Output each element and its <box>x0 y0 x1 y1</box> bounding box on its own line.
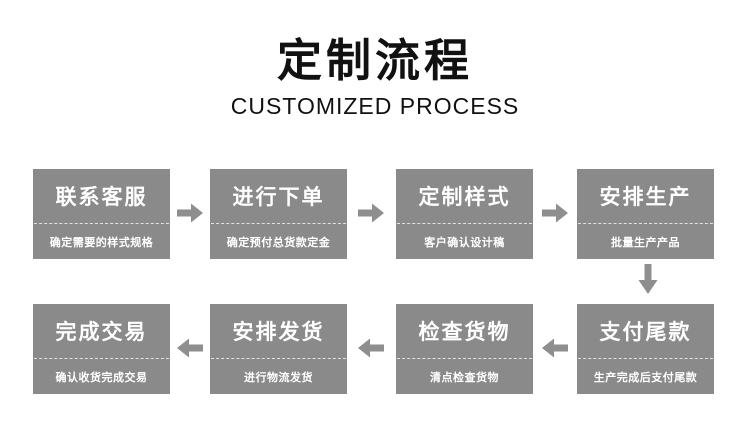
page-title: 定制流程 <box>276 35 473 86</box>
step-divider <box>397 223 532 224</box>
step-desc: 批量生产产品 <box>611 236 680 249</box>
step-title: 支付尾款 <box>599 321 692 344</box>
step-box-check-goods: 检查货物 清点检查货物 <box>396 304 533 394</box>
step-divider <box>211 358 346 359</box>
step-title: 检查货物 <box>418 321 511 344</box>
step-title: 定制样式 <box>418 186 511 209</box>
step-divider <box>578 223 713 224</box>
step-desc: 进行物流发货 <box>244 371 313 384</box>
step-box-place-order: 进行下单 确定预付总货款定金 <box>210 169 347 259</box>
step-title: 联系客服 <box>55 186 148 209</box>
arrow-right-icon <box>358 203 384 223</box>
step-desc: 确定预付总货款定金 <box>226 236 331 249</box>
arrow-left-icon <box>542 338 568 358</box>
step-divider <box>34 358 169 359</box>
step-desc: 确认收货完成交易 <box>55 371 148 384</box>
diagram-header: 定制流程 CUSTOMIZED PROCESS <box>0 36 750 120</box>
step-divider <box>34 223 169 224</box>
step-title: 安排发货 <box>232 321 325 344</box>
page-subtitle: CUSTOMIZED PROCESS <box>230 92 520 119</box>
step-title: 进行下单 <box>232 186 325 209</box>
step-divider <box>397 358 532 359</box>
step-box-arrange-shipping: 安排发货 进行物流发货 <box>210 304 347 394</box>
arrow-left-icon <box>177 338 203 358</box>
step-box-pay-balance: 支付尾款 生产完成后支付尾款 <box>577 304 714 394</box>
step-desc: 生产完成后支付尾款 <box>593 371 698 384</box>
step-desc: 清点检查货物 <box>430 371 499 384</box>
arrow-down-icon <box>638 264 658 294</box>
step-title: 安排生产 <box>599 186 692 209</box>
step-desc: 确定需要的样式规格 <box>49 236 154 249</box>
arrow-left-icon <box>358 338 384 358</box>
step-box-contact-service: 联系客服 确定需要的样式规格 <box>33 169 170 259</box>
arrow-right-icon <box>177 203 203 223</box>
step-box-customize-style: 定制样式 客户确认设计稿 <box>396 169 533 259</box>
arrow-right-icon <box>542 203 568 223</box>
step-divider <box>211 223 346 224</box>
step-box-arrange-production: 安排生产 批量生产产品 <box>577 169 714 259</box>
step-desc: 客户确认设计稿 <box>424 236 505 249</box>
step-title: 完成交易 <box>55 321 148 344</box>
step-box-complete-transaction: 完成交易 确认收货完成交易 <box>33 304 170 394</box>
step-divider <box>578 358 713 359</box>
